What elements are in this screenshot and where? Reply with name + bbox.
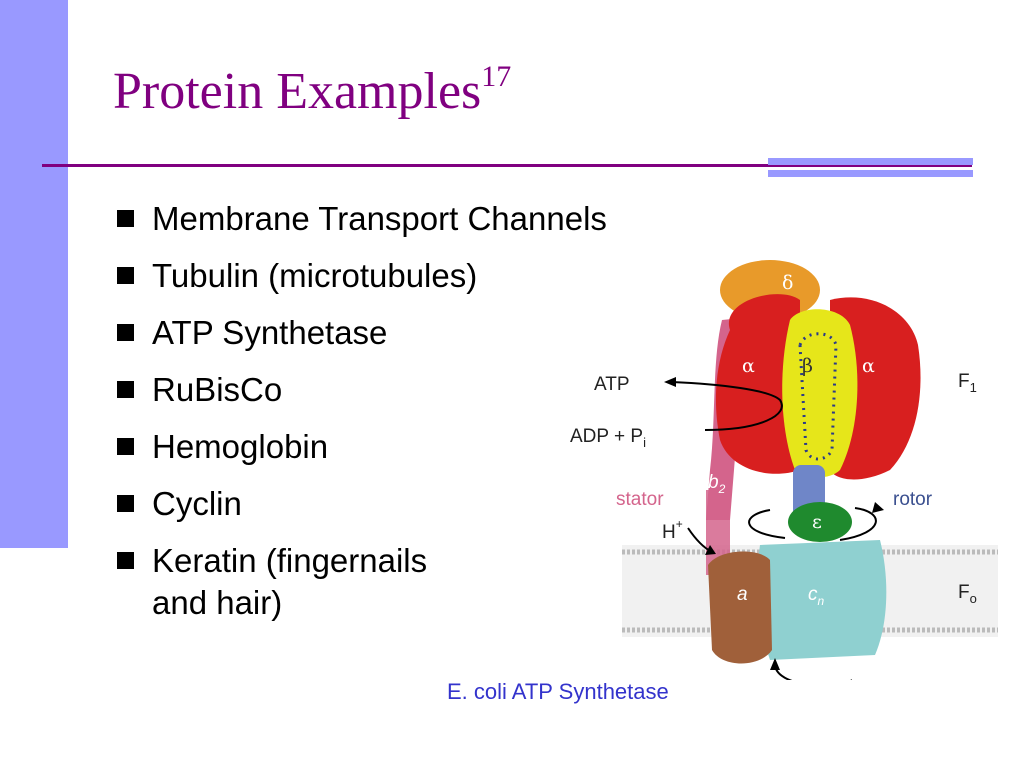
proton-bottom-label: H+	[834, 675, 855, 680]
title-accent-bar-upper	[768, 158, 973, 165]
bullet-square-icon	[117, 438, 134, 455]
figure-caption: E. coli ATP Synthetase	[447, 679, 669, 704]
b2-label: b2	[708, 472, 726, 496]
bullet-square-icon	[117, 267, 134, 284]
c-label: cn	[808, 584, 825, 608]
bullet-square-icon	[117, 552, 134, 569]
left-accent-bar	[0, 0, 68, 548]
rotor-label: rotor	[893, 489, 933, 510]
bullet-square-icon	[117, 381, 134, 398]
bullet-list: Membrane Transport Channels Tubulin (mic…	[117, 190, 607, 623]
beta-label: β	[802, 355, 813, 377]
title-accent-bar-lower	[768, 170, 973, 177]
proton-entry-arrow	[687, 527, 716, 555]
beta-outline	[798, 332, 838, 461]
atp-synthase-figure: ATP ADP + Pi stator rotor H+ H+ F1 Fo δ …	[570, 260, 998, 680]
alpha-left-label: α	[742, 355, 755, 377]
atp-synthesis-arrow	[664, 377, 783, 431]
bullet-item: ATP Synthetase	[117, 304, 607, 361]
slide-title: Protein Examples17	[113, 62, 511, 121]
beta-subunit	[782, 309, 858, 478]
bullet-item: Membrane Transport Channels	[117, 190, 607, 247]
epsilon-subunit	[788, 502, 852, 542]
bullet-item: Cyclin	[117, 475, 607, 532]
alpha-right-label: α	[862, 355, 875, 377]
title-underline	[42, 164, 972, 167]
rotor-rotation-arrow	[748, 502, 884, 541]
bullet-square-icon	[117, 210, 134, 227]
a-label: a	[737, 584, 748, 605]
delta-label: δ	[782, 272, 793, 294]
adp-pi-label: ADP + Pi	[570, 426, 646, 450]
slide-title-superscript: 17	[481, 60, 512, 93]
proton-exit-arrow	[770, 658, 793, 680]
proton-top-label: H+	[662, 517, 683, 543]
atp-label: ATP	[594, 374, 630, 395]
bullet-square-icon	[117, 324, 134, 341]
bullet-item: Tubulin (microtubules)	[117, 247, 607, 304]
bullet-item: RuBisCo	[117, 361, 607, 418]
fo-label: Fo	[958, 582, 977, 606]
stator-label: stator	[616, 489, 664, 510]
bullet-continuation: and hair)	[152, 584, 283, 621]
c-ring-subunit	[757, 540, 887, 660]
slide-title-text: Protein Examples	[113, 63, 482, 120]
epsilon-label: ε	[812, 511, 822, 533]
bullet-item: Hemoglobin	[117, 418, 607, 475]
f1-label: F1	[958, 371, 977, 395]
a-subunit	[708, 551, 772, 664]
bullet-square-icon	[117, 495, 134, 512]
gamma-label: γ	[782, 477, 793, 499]
